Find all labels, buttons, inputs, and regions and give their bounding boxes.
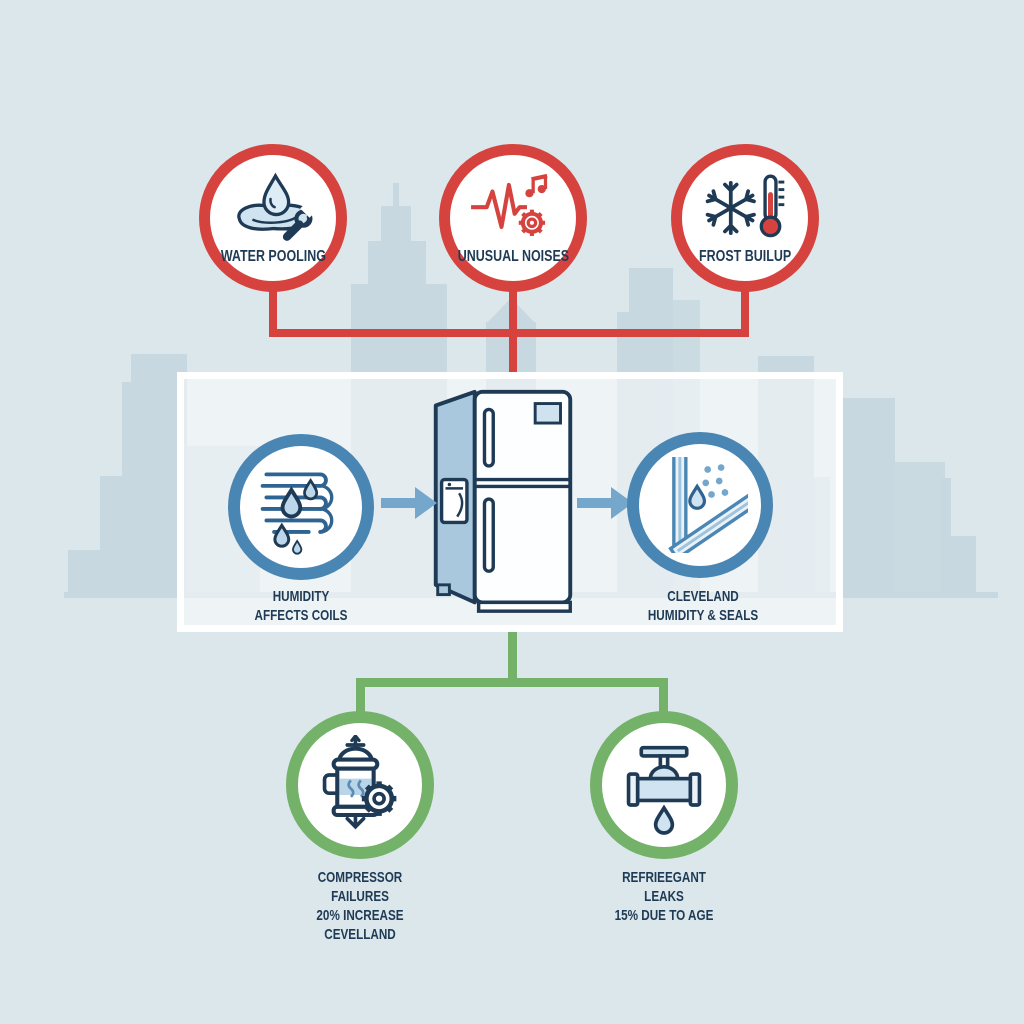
outcome-circle-compressor [286,711,434,859]
symptom-circle-frost-buildup: FROST BUILUP [671,144,819,292]
connector-red-stem-right [741,288,749,333]
coils-humidity-icon [260,472,334,555]
symptom-label: WATER POOLING [220,247,326,265]
cause-circle-humidity-coils [228,434,374,580]
compressor-icon [322,735,397,830]
connector-red-stem-left [269,288,277,333]
arrow-right-icon [381,487,437,519]
outcome-circle-refrigerant [590,711,738,859]
outcome-caption-refrigerant: REFRIEEGANT LEAKS 15% DUE TO AGE [614,869,714,924]
cause-caption-left: HUMIDITY AFFECTS COILS [254,588,348,624]
symptom-label: FROST BUILUP [698,247,792,265]
connector-green-stem-left [356,683,365,715]
arrow-right-icon [577,487,633,519]
cause-caption-right: CLEVELAND HUMIDITY & SEALS [647,588,759,624]
door-seal-icon [668,457,748,553]
connector-green-stem-right [659,683,668,715]
symptom-label: UNUSUAL NOISES [457,247,569,265]
connector-red-bar [269,329,749,337]
connector-green-stem-center [508,632,517,682]
refrigerant-leak-icon [626,745,702,835]
unusual-noises-icon [471,173,548,236]
outcome-caption-compressor: COMPRESSOR FAILURES 20% INCREASE CEVELLA… [316,869,404,943]
water-pooling-icon [237,172,316,241]
connector-green-bar [356,678,668,687]
cause-circle-cleveland-seals [627,432,773,578]
symptom-circle-unusual-noises: UNUSUAL NOISES [439,144,587,292]
frost-buildup-icon [705,174,785,237]
symptom-circle-water-pooling: WATER POOLING [199,144,347,292]
refrigerator-icon [433,389,573,613]
